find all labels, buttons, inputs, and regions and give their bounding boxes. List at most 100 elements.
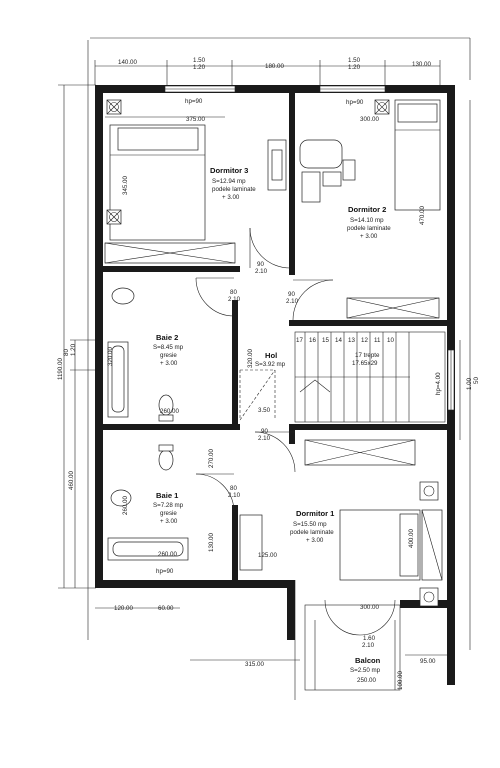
nightstand-cross [106, 209, 122, 225]
dim-label: hp=90 [156, 568, 174, 575]
lamp-icon [423, 591, 435, 603]
dim-label: 2.10 [286, 298, 299, 305]
door-swing [195, 277, 235, 317]
dim-label: 300.00 [360, 116, 379, 123]
dim-label: 60.00 [158, 605, 174, 612]
stair-number: 17 [296, 337, 303, 344]
dim-label: 345.00 [122, 176, 129, 195]
room-area: S=14.10 mp [350, 217, 384, 224]
stair-treads [295, 332, 410, 422]
wardrobe-cross [104, 242, 236, 264]
nightstand [419, 481, 439, 501]
dim-label: 260.00 [160, 408, 179, 415]
dim-label: 320.00 [247, 349, 254, 368]
lamp-icon [423, 485, 435, 497]
room-level: + 3.00 [222, 194, 240, 201]
room-area: S=12.94 mp [212, 178, 246, 185]
room-level: + 3.00 [306, 537, 324, 544]
room-name: Baie 1 [156, 491, 179, 500]
toilet-tank [158, 444, 174, 452]
room-name: Balcon [355, 656, 381, 665]
room-level: + 3.00 [160, 360, 178, 367]
room-floor: podele laminate [290, 529, 334, 536]
interior-wall [95, 424, 240, 430]
door-swing [292, 279, 334, 321]
stair-number: 11 [374, 337, 381, 344]
dim-label: 1.50 [348, 57, 361, 64]
dim-label: hp=90 [346, 99, 364, 106]
dim-label: 1.20 [70, 343, 77, 356]
dim-label: 1.50 [193, 57, 206, 64]
bed-pillow [399, 513, 419, 577]
dim-label: 1.00 [466, 377, 473, 390]
room-floor: gresie [160, 510, 177, 517]
bed-pillow [117, 127, 199, 151]
toilet-tank [158, 414, 174, 422]
interior-wall [289, 93, 295, 275]
dim-label: 1.20 [193, 64, 206, 71]
dim-label: 460.00 [68, 471, 75, 490]
dim-label: 125.00 [258, 552, 277, 559]
dim-label: 3.50 [258, 407, 271, 414]
desk-monitor [271, 149, 283, 181]
door-swing [254, 431, 296, 473]
dim-label: 2.10 [258, 435, 271, 442]
dim-label: 80 [230, 485, 237, 492]
stair-number: 15 [322, 337, 329, 344]
room-level: + 3.00 [360, 233, 378, 240]
dim-label: 315.00 [245, 661, 264, 668]
sink [111, 287, 135, 305]
dim-label: 130.00 [412, 61, 431, 68]
wardrobe-cross [421, 509, 443, 581]
desk [239, 514, 263, 571]
desk [299, 139, 343, 169]
door-swing [195, 473, 235, 513]
interior-wall [295, 424, 455, 430]
room-name: Dormitor 2 [348, 205, 386, 214]
dim-label: 95.00 [420, 658, 436, 665]
dim-label: 80 [63, 349, 70, 356]
room-name: Dormitor 1 [296, 509, 335, 518]
balcony-outline [304, 604, 401, 691]
exterior-wall-left [95, 85, 103, 588]
dim-label: 90 [288, 291, 295, 298]
lamp-icon [377, 102, 387, 112]
dim-label: 120.00 [114, 605, 133, 612]
sink [110, 489, 132, 507]
room-area: S=15.50 mp [293, 521, 327, 528]
nightstand [419, 587, 439, 607]
interior-wall [232, 300, 238, 428]
dim-label: 375.00 [186, 116, 205, 123]
interior-wall [289, 424, 295, 444]
dim-label: hp=4.00 [435, 372, 442, 395]
door-swing [359, 599, 396, 636]
lamp-icon [109, 212, 119, 222]
dim-label: 2.10 [228, 492, 241, 499]
dim-label: 90 [257, 261, 264, 268]
dim-label: 1190.00 [57, 358, 64, 380]
door-swing [249, 227, 291, 269]
dim-label: 2.10 [255, 268, 268, 275]
room-floor: podele laminate [212, 186, 256, 193]
dim-label: 270.00 [208, 449, 215, 468]
dim-label: 50 [473, 377, 480, 384]
room-area: S=7.28 mp [153, 502, 184, 509]
room-area: S=3.92 mp [255, 361, 286, 368]
dim-label: 260.00 [158, 551, 177, 558]
room-area: S=2.50 mp [350, 667, 381, 674]
room-floor: podele laminate [347, 225, 391, 232]
bed-pillow [397, 103, 438, 123]
dim-label: 320.00 [107, 347, 114, 366]
dim-label: 300.00 [360, 604, 379, 611]
nightstand-cross [106, 99, 122, 115]
dim-label: 1.20 [348, 64, 361, 71]
stair-number: 14 [335, 337, 342, 344]
dim-label: 470.00 [419, 206, 426, 225]
stairs-arrow [299, 379, 331, 393]
exterior-wall-balcony-left [287, 580, 295, 640]
interior-wall [289, 320, 455, 326]
stair-number: 10 [387, 337, 394, 344]
wardrobe-cross [346, 297, 440, 319]
dim-label: 400.00 [408, 529, 415, 548]
